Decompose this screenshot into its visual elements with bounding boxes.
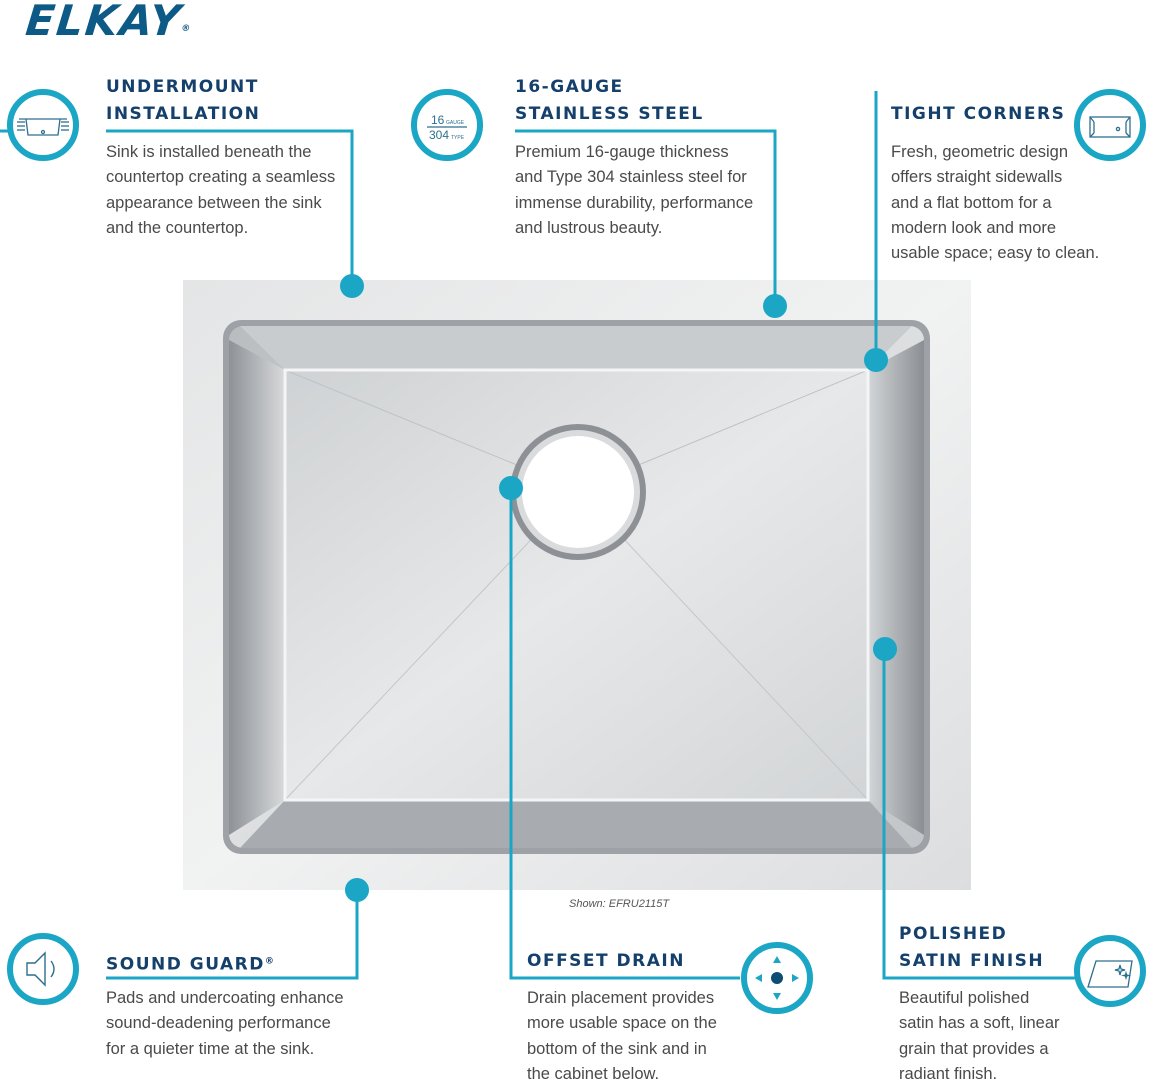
drain-body-line: Drain placement provides	[527, 989, 715, 1007]
undermount-body: Sink is installed beneath the countertop…	[106, 140, 356, 241]
undermount-body-line: and the countertop.	[106, 218, 249, 237]
undermount-body-line: countertop creating a seamless	[106, 168, 336, 187]
corners-body-line: and a flat bottom for a	[891, 193, 1052, 212]
corners-feature: TIGHT CORNERS	[891, 101, 1065, 128]
gauge-body-line: Premium 16-gauge thickness	[515, 143, 729, 161]
finish-body-line: grain that provides a	[899, 1039, 1049, 1058]
drain-hole	[522, 436, 634, 548]
gauge-feature: 16-GAUGE STAINLESS STEEL	[515, 74, 704, 128]
undermount-title-2: INSTALLATION	[106, 104, 261, 124]
undermount-feature: UNDERMOUNT INSTALLATION	[106, 74, 260, 128]
speaker-icon	[7, 933, 79, 1005]
finish-title-2: SATIN FINISH	[899, 951, 1045, 971]
offset-drain-icon	[741, 942, 813, 1014]
undermount-icon	[7, 89, 79, 161]
callout-dots	[340, 274, 897, 902]
sound-title: SOUND GUARD	[106, 954, 265, 975]
sound-body-line: Pads and undercoating enhance	[106, 989, 344, 1007]
drain-body: Drain placement provides more usable spa…	[527, 986, 737, 1087]
corners-body-line: Fresh, geometric design	[891, 143, 1068, 161]
left-wall	[229, 340, 285, 835]
finish-body-line: Beautiful polished	[899, 989, 1030, 1007]
drain-body-line: bottom of the sink and in	[527, 1039, 707, 1058]
finish-body-line: satin has a soft, linear	[899, 1014, 1060, 1033]
undermount-body-line: Sink is installed beneath the	[106, 143, 312, 161]
corners-body-line: usable space; easy to clean.	[891, 244, 1100, 263]
gauge-icon-bottom: 304	[429, 128, 449, 142]
finish-feature: POLISHED SATIN FINISH	[899, 921, 1044, 975]
front-wall	[240, 800, 912, 848]
undermount-body-line: appearance between the sink	[106, 193, 322, 212]
drain-body-line: more usable space on the	[527, 1014, 717, 1033]
corners-body: Fresh, geometric design offers straight …	[891, 140, 1121, 266]
tight-corners-icon	[1074, 89, 1146, 161]
gauge-body-line: and Type 304 stainless steel for	[515, 168, 747, 187]
model-caption: Shown: EFRU2115T	[569, 898, 670, 910]
corners-body-line: modern look and more	[891, 218, 1057, 237]
polished-finish-icon	[1074, 935, 1146, 1007]
gauge-body: Premium 16-gauge thickness and Type 304 …	[515, 140, 775, 241]
gauge-icon-top-small: GAUGE	[446, 120, 465, 126]
sound-feature: SOUND GUARD®	[106, 948, 274, 979]
right-wall	[868, 340, 924, 835]
gauge-body-line: and lustrous beauty.	[515, 218, 663, 237]
gauge-title-1: 16-GAUGE	[515, 77, 624, 97]
gauge-icon-bottom-small: TYPE	[451, 135, 465, 141]
drain-body-line: the cabinet below.	[527, 1064, 660, 1083]
gauge-icon-top: 16	[431, 113, 445, 127]
finish-title-1: POLISHED	[899, 924, 1008, 944]
finish-body-line: radiant finish.	[899, 1064, 998, 1083]
sound-title-mark: ®	[264, 956, 274, 966]
sound-body: Pads and undercoating enhance sound-dead…	[106, 986, 366, 1062]
gauge-title-2: STAINLESS STEEL	[515, 104, 704, 124]
gauge-icon: 16 GAUGE 304 TYPE	[411, 89, 483, 161]
back-wall	[240, 326, 912, 370]
drain-feature: OFFSET DRAIN	[527, 948, 685, 975]
gauge-body-line: immense durability, performance	[515, 193, 754, 212]
corners-title: TIGHT CORNERS	[891, 104, 1066, 124]
sound-body-line: for a quieter time at the sink.	[106, 1039, 315, 1058]
sound-body-line: sound-deadening performance	[106, 1014, 331, 1033]
finish-body: Beautiful polished satin has a soft, lin…	[899, 986, 1099, 1087]
corners-body-line: offers straight sidewalls	[891, 168, 1063, 187]
undermount-title-1: UNDERMOUNT	[106, 77, 259, 97]
drain-title: OFFSET DRAIN	[527, 951, 685, 971]
